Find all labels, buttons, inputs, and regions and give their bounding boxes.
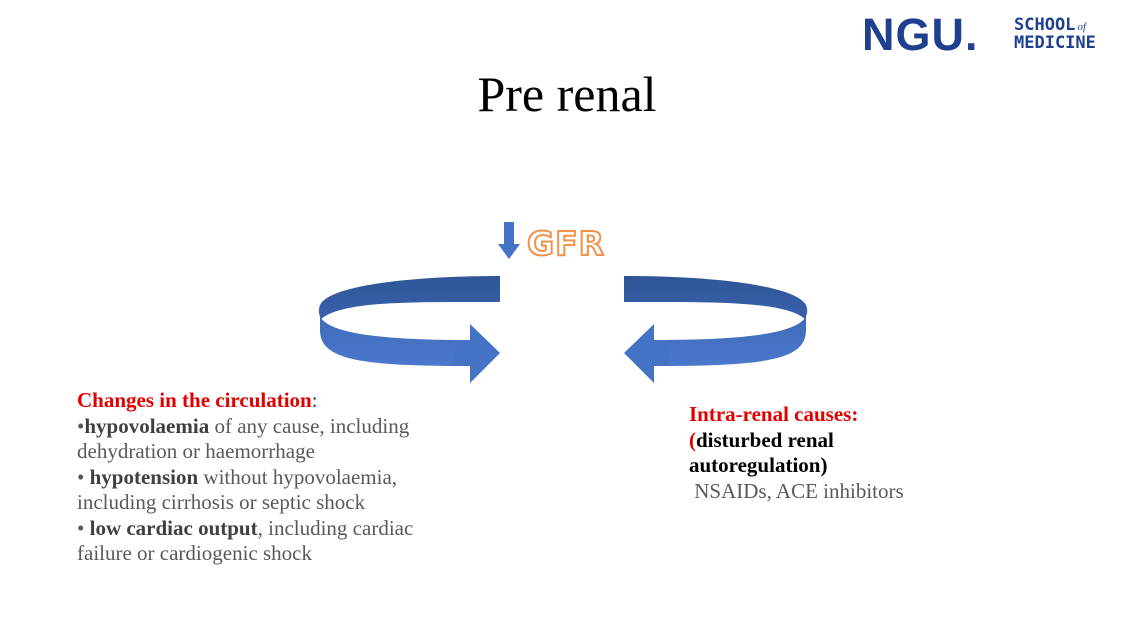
item-text: of any cause, including xyxy=(209,413,410,438)
item-text: without hypovolaemia, xyxy=(198,464,398,489)
circulation-heading-line: Changes in the circulation: xyxy=(77,388,487,414)
item-text: , including cardiac xyxy=(257,515,414,540)
intra-renal-detail-text: NSAIDs, ACE inhibitors xyxy=(689,478,904,503)
autoregulation-text-1: disturbed renal xyxy=(696,427,834,452)
down-arrow-icon xyxy=(498,222,520,259)
intra-renal-heading: Intra-renal causes: xyxy=(689,402,1019,428)
autoregulation-text-2: autoregulation) xyxy=(689,453,828,477)
bullet: • xyxy=(77,464,90,489)
circulation-heading-colon: : xyxy=(311,388,318,412)
left-curved-arrow xyxy=(318,276,500,383)
bullet: • xyxy=(77,413,85,438)
circulation-heading: Changes in the circulation xyxy=(77,388,312,412)
logo-of-text: of xyxy=(1077,21,1086,33)
item-bold: hypotension xyxy=(89,464,199,489)
circulation-changes-block: Changes in the circulation: •hypovolaemi… xyxy=(77,388,487,567)
item-text-cont: dehydration or haemorrhage xyxy=(77,439,315,463)
item-bold: low cardiac output xyxy=(89,515,258,540)
intra-renal-heading-text: Intra-renal causes: xyxy=(689,402,859,426)
item-bold: hypovolaemia xyxy=(84,413,210,438)
logo-medicine-text: MEDICINE xyxy=(1014,33,1096,53)
item-text-cont: including cirrhosis or septic shock xyxy=(77,490,366,514)
bullet: • xyxy=(77,515,90,540)
right-curved-arrow xyxy=(624,276,808,383)
gfr-label: GFR xyxy=(526,223,606,264)
list-item: • hypotension without hypovolaemia,inclu… xyxy=(77,465,487,516)
logo-ngu-text: NGU. xyxy=(862,9,979,60)
intra-renal-detail: NSAIDs, ACE inhibitors xyxy=(689,479,1019,505)
item-text-cont: failure or cardiogenic shock xyxy=(77,541,312,565)
paren-open: ( xyxy=(689,427,696,452)
logo-school-word: SCHOOL xyxy=(1014,15,1076,35)
slide-title: Pre renal xyxy=(477,66,657,122)
